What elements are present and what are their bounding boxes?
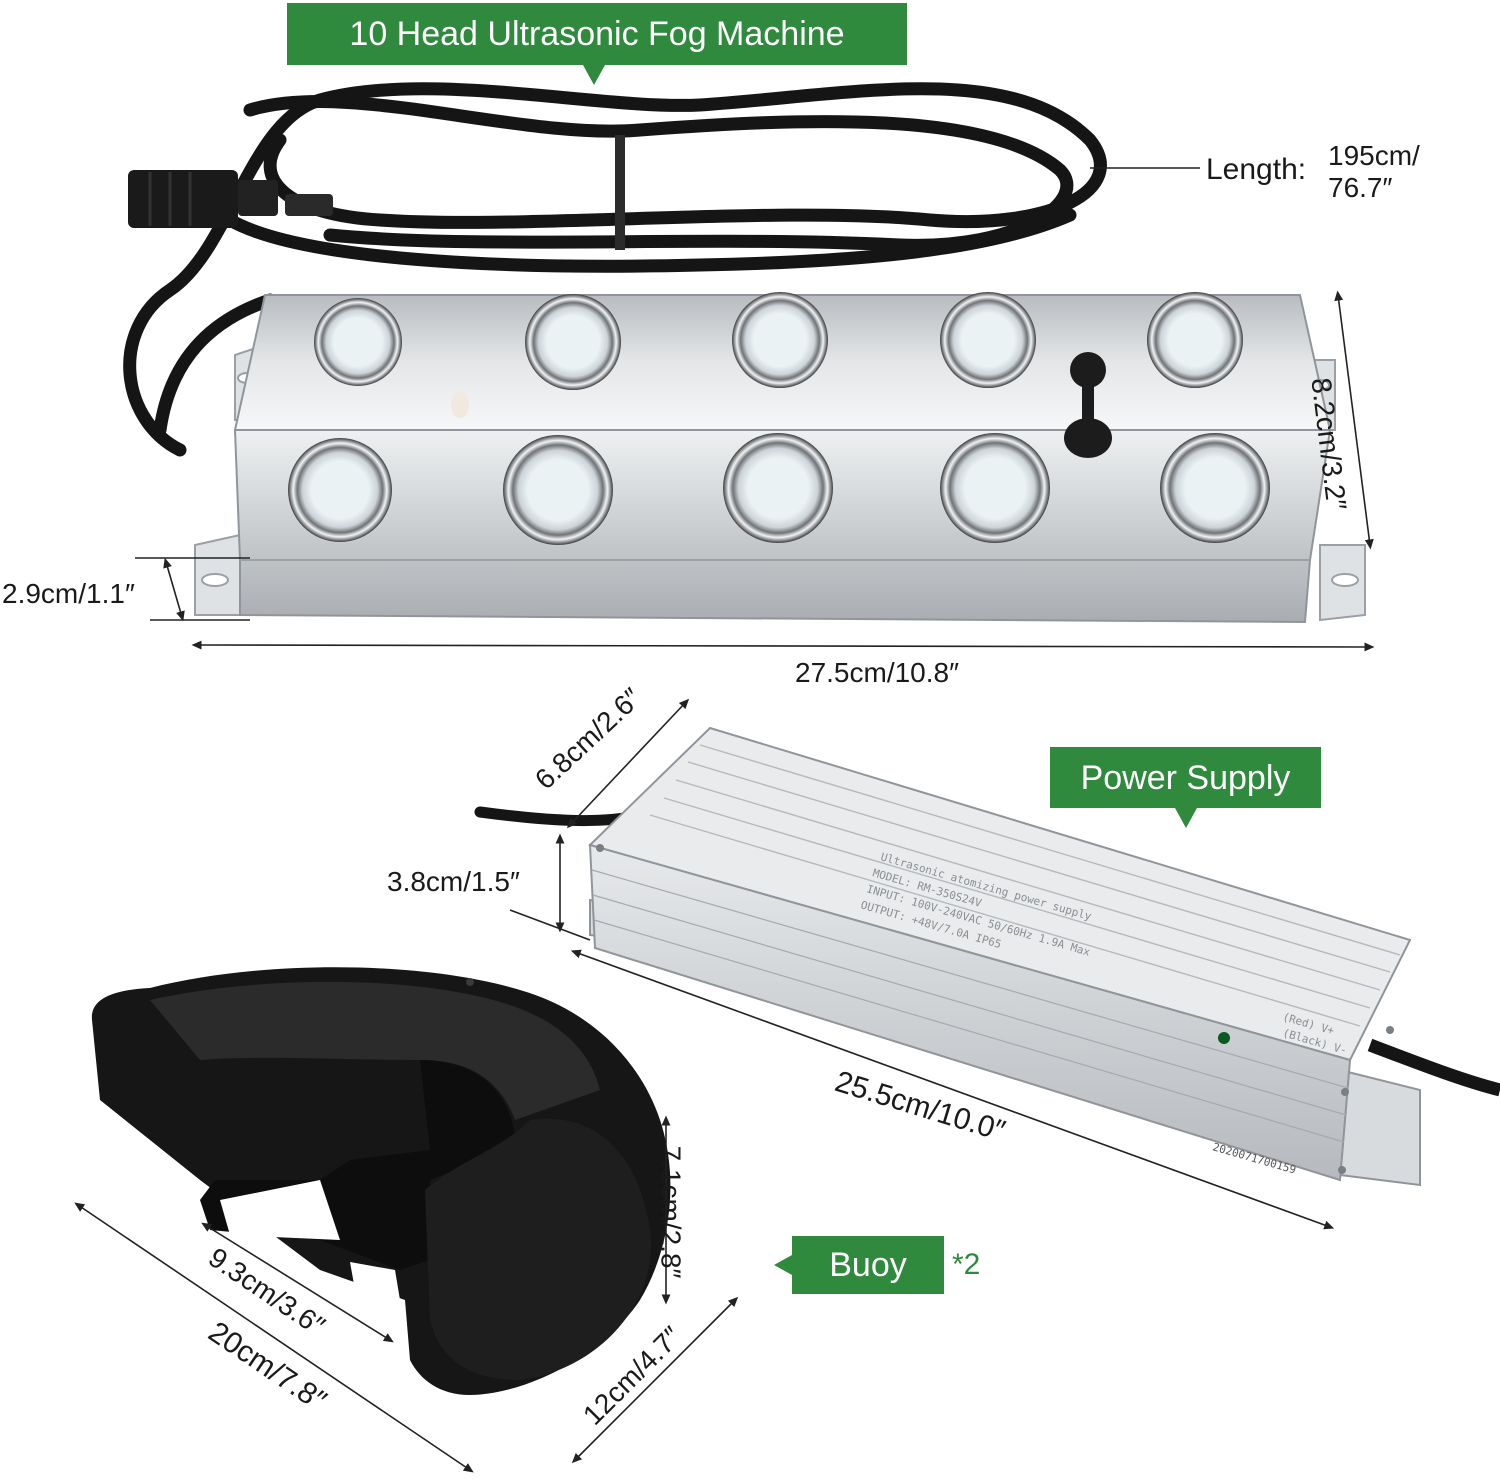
- fog-heads-top-row: [314, 292, 1243, 390]
- fog-head: [940, 292, 1036, 388]
- psu-dimension-lines: [509, 698, 1335, 1230]
- buoy-dimension-lines: [74, 1115, 739, 1473]
- fog-height-label: 2.9cm/1.1″: [2, 578, 135, 609]
- fog-machine: [123, 82, 1375, 652]
- buoy: [74, 967, 739, 1473]
- fog-heads-bottom-row: [288, 433, 1270, 545]
- fog-head: [314, 298, 402, 386]
- fog-head: [732, 292, 828, 388]
- fog-head: [1147, 292, 1243, 388]
- cable-length-in: 76.7″: [1328, 172, 1393, 203]
- power-supply: Ultrasonic atomizing power supply MODEL:…: [474, 698, 1500, 1230]
- power-supply-tag: Power Supply: [1050, 747, 1321, 828]
- psu-height-label: 3.8cm/1.5″: [387, 866, 520, 897]
- fog-head: [503, 435, 613, 545]
- fog-head: [288, 438, 392, 542]
- cable-tie: [615, 135, 625, 250]
- fog-machine-tag: 10 Head Ultrasonic Fog Machine: [287, 3, 907, 85]
- fog-head: [525, 294, 621, 390]
- psu-output-cable: [1367, 1038, 1500, 1097]
- power-cable: [123, 82, 1107, 457]
- buoy-quantity: *2: [952, 1248, 981, 1281]
- psu-led: [1218, 1032, 1230, 1044]
- fog-head: [1160, 433, 1270, 543]
- plug-connector: [128, 170, 333, 228]
- cable-length-label: Length:: [1206, 153, 1307, 186]
- fog-dimension-lines: [135, 167, 1375, 652]
- buoy-tag: Buoy: [774, 1236, 944, 1294]
- float-switch: [1064, 352, 1112, 458]
- buoy-height-label: 7.1cm/2.8″: [655, 1145, 687, 1279]
- fog-head: [723, 433, 833, 543]
- cable-length-cm: 195cm/: [1328, 140, 1420, 171]
- fog-head: [940, 433, 1050, 543]
- fog-width-label: 27.5cm/10.8″: [795, 657, 960, 688]
- status-led: [451, 392, 469, 418]
